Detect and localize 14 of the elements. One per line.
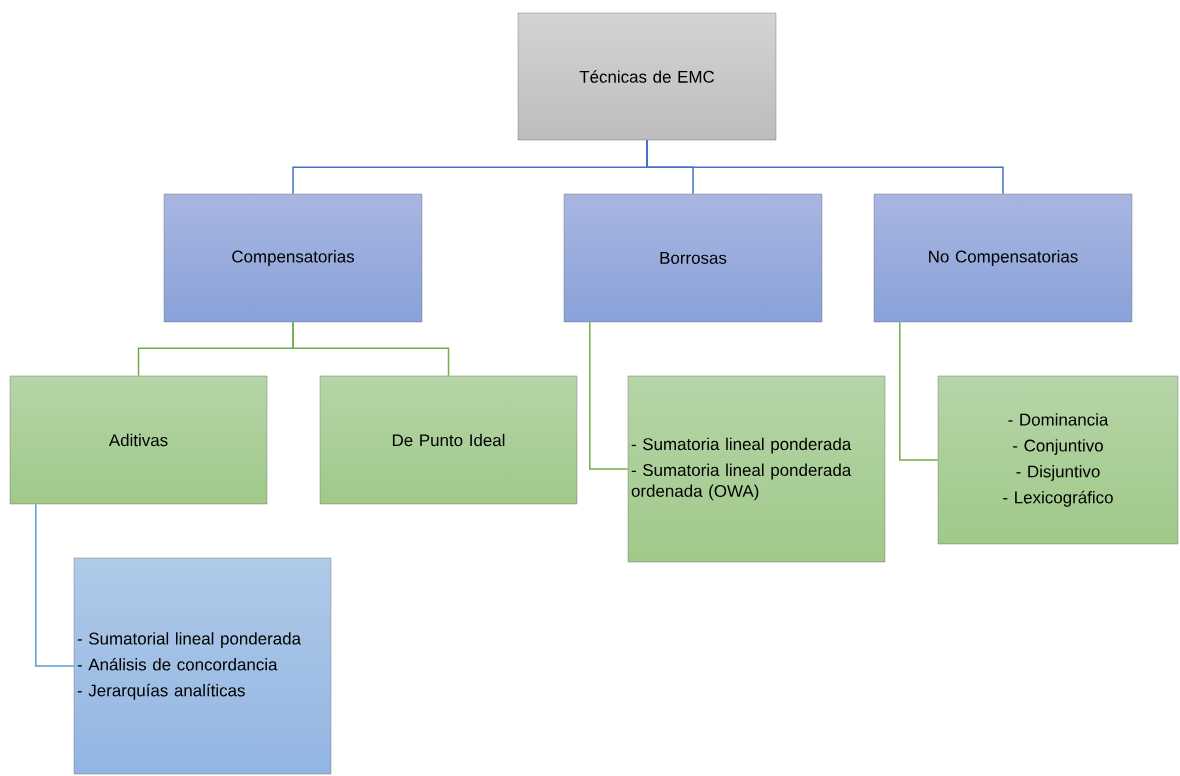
tree-box: - Dominancia - Conjuntivo - Disjuntivo - Lexicográfico — [937, 375, 1179, 545]
tree-box: Técnicas de EMC — [517, 12, 777, 141]
tree-box: De Punto Ideal — [319, 375, 578, 505]
connector — [899, 321, 939, 461]
tree-box: No Compensatorias — [873, 193, 1133, 323]
connector — [292, 321, 450, 377]
tree-box: Compensatorias — [163, 193, 423, 323]
tree-box: Borrosas — [563, 193, 823, 323]
connector — [589, 321, 629, 470]
tree-box: - Sumatorial lineal ponderada - Análisis de concordancia - Jerarquías analíticas — [73, 557, 332, 775]
tree-box: Aditivas — [9, 375, 268, 505]
connector — [646, 139, 1004, 195]
connector — [35, 503, 75, 667]
tree-box: - Sumatoria lineal ponderada - Sumatoria lineal ponderada ordenada (OWA) — [627, 375, 886, 563]
